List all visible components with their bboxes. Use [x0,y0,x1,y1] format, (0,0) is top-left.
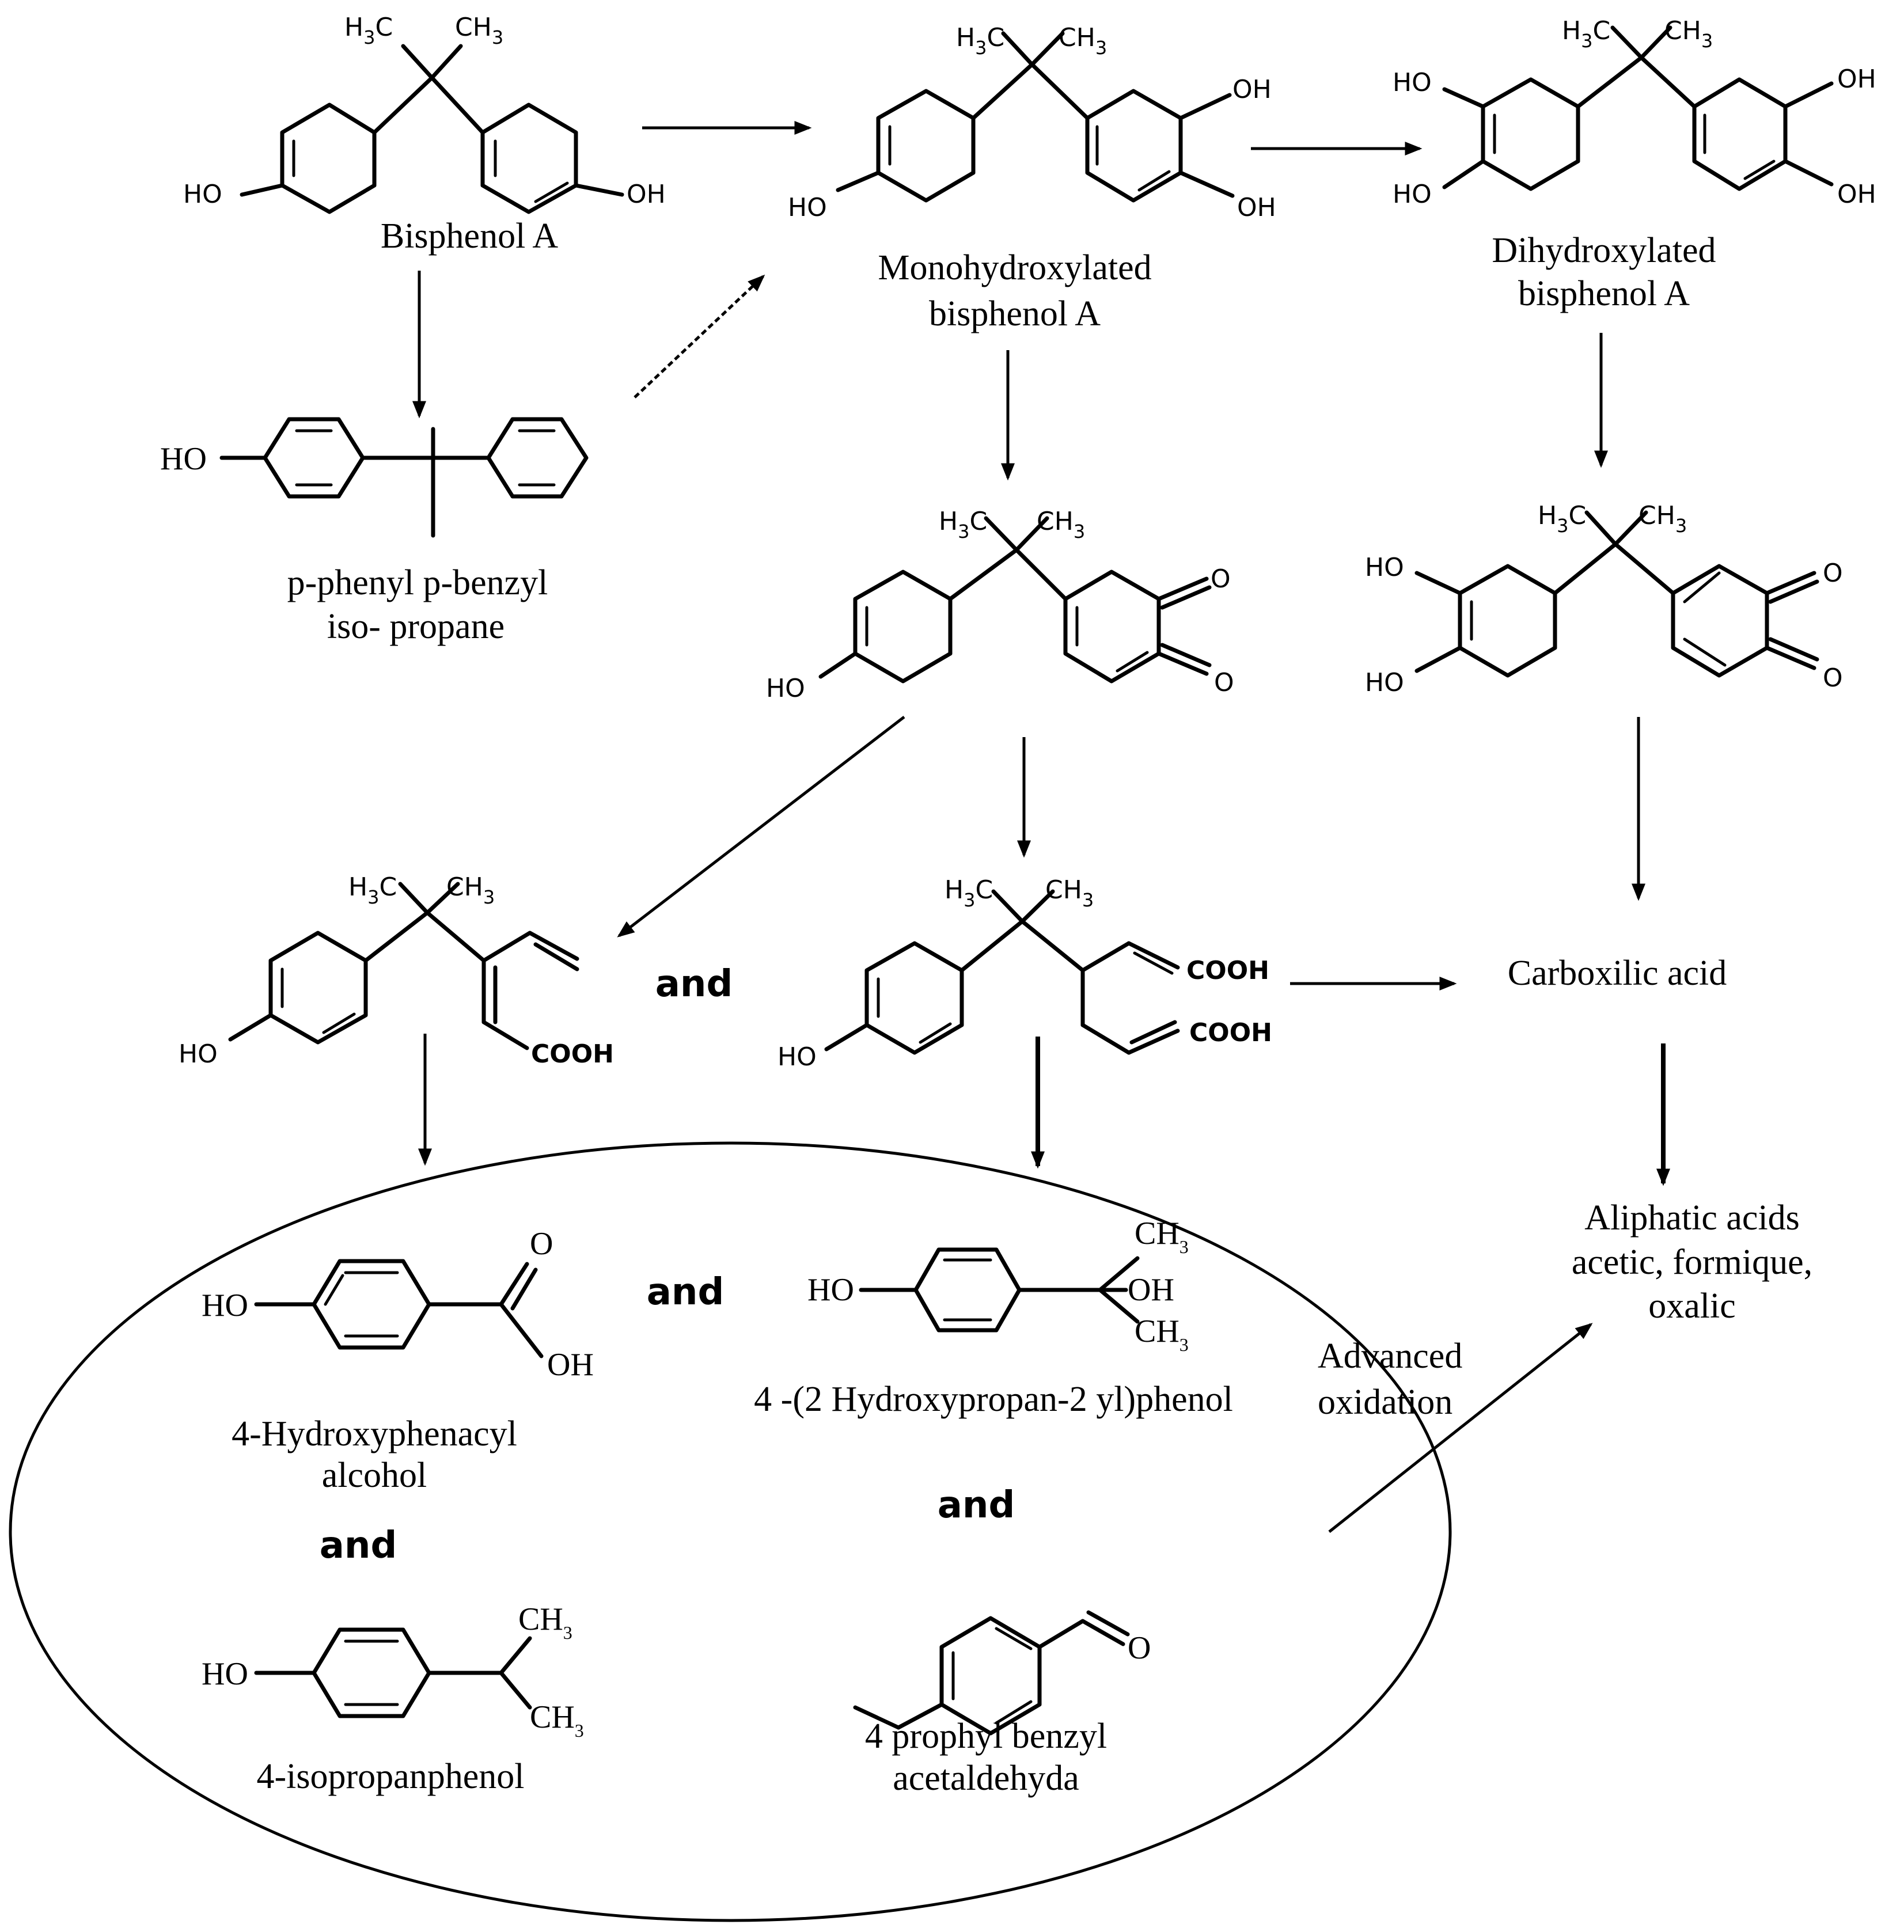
svg-text:O: O [530,1226,553,1262]
svg-text:OH: OH [1837,64,1876,94]
svg-text:O: O [1211,564,1231,594]
monohydroxylated-bpa-structure: H3C CH3 HO OH OH [788,23,1276,222]
hydroxyphenacyl-alcohol-structure: HO O OH [202,1226,594,1383]
prophyl-benzyl-acetaldehyde-structure: O [853,1610,1151,1736]
bisphenol-a-structure: H3C CH3 HO OH [183,13,666,214]
svg-text:OH: OH [547,1347,594,1383]
svg-text:CH3: CH3 [530,1699,584,1741]
svg-text:OH: OH [1232,75,1272,104]
label-prophyl-line1: 4 prophyl benzyl [865,1717,1107,1756]
label-hydroxypropan-yl-phenol: 4 -(2 Hydroxypropan-2 yl)phenol [754,1380,1233,1419]
svg-text:HO: HO [777,1042,817,1072]
hydroxypropan-yl-phenol-structure: HO OH CH3 CH3 [807,1216,1189,1355]
label-dihydroxylated-line1: Dihydroxylated [1492,231,1716,270]
dihydroxylated-bpa-structure: H3C CH3 HO HO OH OH [1393,16,1876,209]
svg-text:HO: HO [183,180,222,209]
label-aliphatic-line2: acetic, formique, [1572,1243,1812,1282]
svg-text:H3C: H3C [348,872,397,908]
label-dihydroxylated-line2: bisphenol A [1518,274,1690,313]
label-advanced-oxidation-line2: oxidation [1318,1383,1452,1422]
svg-text:HO: HO [1393,68,1432,97]
svg-text:CH3: CH3 [1664,16,1713,52]
arrow-p-phenyl-to-monohydroxylated [634,274,765,398]
svg-text:CH3: CH3 [1638,501,1687,537]
ring-opened-diacid-structure: H3C CH3 HO COOH COOH [777,875,1272,1072]
svg-text:HO: HO [179,1039,218,1069]
svg-text:CH3: CH3 [518,1601,572,1643]
svg-text:OH: OH [1237,193,1276,222]
svg-text:HO: HO [1365,668,1404,697]
label-aliphatic-line1: Aliphatic acids [1584,1198,1800,1238]
svg-text:CH3: CH3 [446,872,495,908]
label-isopropanphenol: 4-isopropanphenol [257,1757,525,1796]
svg-text:CH3: CH3 [1135,1314,1189,1355]
svg-text:HO: HO [766,674,805,703]
svg-text:COOH: COOH [1189,1018,1272,1047]
svg-text:HO: HO [1365,553,1404,582]
arrow-quinone-to-monoacid [617,716,905,937]
svg-text:HO: HO [807,1272,854,1308]
svg-text:H3C: H3C [1538,501,1586,537]
svg-text:H3C: H3C [945,875,993,911]
svg-text:HO: HO [1393,180,1432,209]
products-ellipse [9,1141,1452,1922]
bpa-ortho-quinone-structure: H3C CH3 HO O O [766,507,1234,703]
svg-text:H3C: H3C [1562,16,1610,52]
svg-text:O: O [1214,668,1234,697]
svg-text:H3C: H3C [939,507,987,542]
label-p-phenyl-line2: iso- propane [327,607,505,646]
label-bisphenol-a: Bisphenol A [381,217,559,256]
svg-text:OH: OH [1837,180,1876,209]
svg-text:O: O [1128,1630,1151,1666]
and-label: and [647,1271,725,1314]
and-label: and [655,963,733,1005]
label-monohydroxylated-line1: Monohydroxylated [878,248,1151,287]
svg-text:CH3: CH3 [1037,507,1085,542]
svg-text:COOH: COOH [531,1039,614,1069]
svg-text:H3C: H3C [344,13,393,48]
isopropanphenol-structure: HO CH3 CH3 [202,1601,584,1741]
dihydroxy-bpa-ortho-quinone-structure: H3C CH3 HO HO O O [1365,501,1843,697]
svg-text:HO: HO [160,441,207,477]
svg-text:CH3: CH3 [1045,875,1094,911]
and-label: and [320,1524,397,1567]
svg-text:CH3: CH3 [455,13,503,48]
label-aliphatic-line3: oxalic [1648,1286,1736,1326]
svg-text:OH: OH [627,180,666,209]
svg-text:COOH: COOH [1186,956,1269,985]
label-carboxilic-acid: Carboxilic acid [1508,954,1727,993]
label-monohydroxylated-line2: bisphenol A [929,294,1101,333]
and-label: and [938,1484,1015,1527]
svg-text:HO: HO [202,1288,248,1323]
label-p-phenyl-line1: p-phenyl p-benzyl [287,563,548,602]
svg-text:O: O [1823,559,1843,588]
p-phenyl-p-benzyl-isopropane-structure: HO [160,417,589,538]
arrow-advanced-oxidation [1328,1323,1593,1533]
label-advanced-oxidation-line1: Advanced [1318,1337,1462,1376]
svg-text:CH3: CH3 [1135,1216,1189,1257]
svg-text:OH: OH [1128,1272,1174,1308]
svg-text:H3C: H3C [956,23,1004,59]
svg-text:HO: HO [788,193,827,222]
label-prophyl-line2: acetaldehyda [893,1759,1079,1798]
label-hydroxyphenacyl-line1: 4-Hydroxyphenacyl [232,1414,517,1453]
svg-text:O: O [1823,663,1843,693]
label-hydroxyphenacyl-line2: alcohol [322,1456,427,1495]
ring-opened-monoacid-structure: H3C CH3 HO COOH [179,872,614,1069]
svg-text:CH3: CH3 [1059,23,1107,59]
reaction-arrows [412,121,1670,1533]
svg-text:HO: HO [202,1656,248,1692]
